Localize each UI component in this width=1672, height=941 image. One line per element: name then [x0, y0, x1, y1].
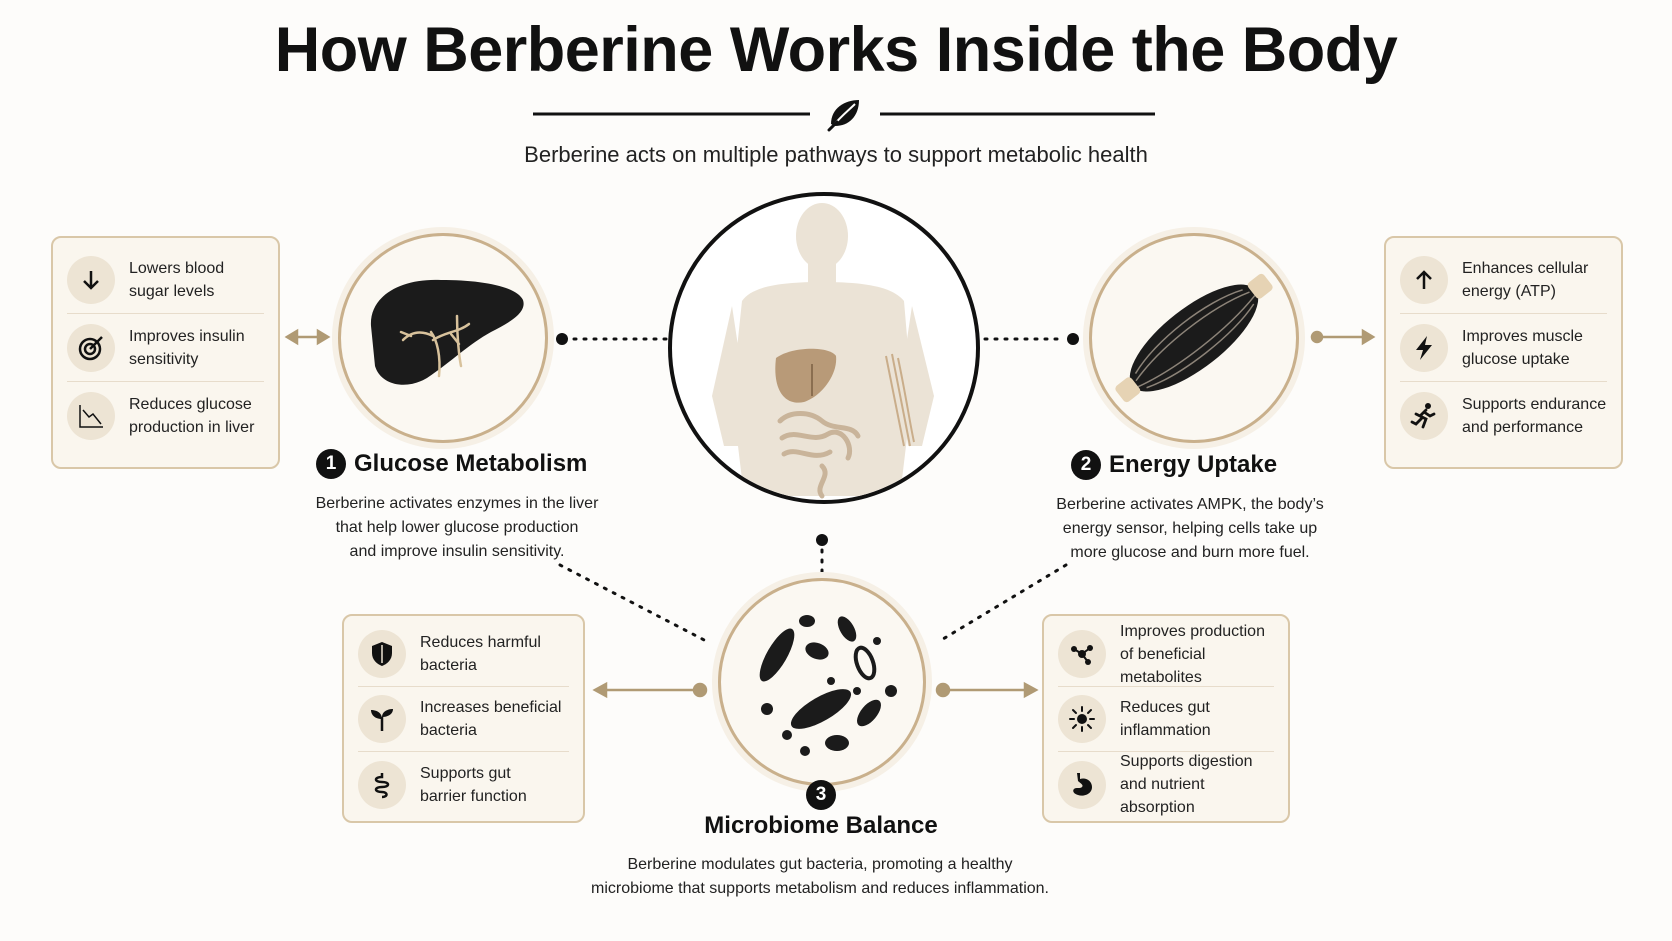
shield-icon — [358, 630, 406, 678]
leaf-icon — [827, 100, 859, 132]
page-title: How Berberine Works Inside the Body — [274, 15, 1398, 85]
list-item: Supports digestion and nutrient absorpti… — [1058, 752, 1274, 817]
list-item: Reduces glucose production in liver — [67, 382, 264, 450]
benefit-text: Improves muscle glucose uptake — [1462, 327, 1583, 368]
runner-icon — [1400, 392, 1448, 440]
trend-down-chart-icon — [67, 392, 115, 440]
intestine-icon — [358, 760, 406, 809]
muscle-circle — [1089, 233, 1299, 443]
lightning-icon — [1400, 323, 1448, 372]
energy-description: Berberine activates AMPK, the body’s ene… — [1056, 496, 1324, 561]
target-icon — [67, 323, 115, 372]
list-item: Increases beneficial bacteria — [358, 687, 569, 752]
stomach-icon — [1058, 760, 1106, 809]
benefit-text: Reduces gut inflammation — [1120, 699, 1211, 739]
section-title-text: Microbiome Balance — [704, 812, 938, 839]
microbiome-left-card: Reduces harmful bacteria Increases benef… — [342, 614, 585, 823]
glucose-benefits-card: Lowers blood sugar levels Improves insul… — [51, 236, 280, 469]
benefit-text: Supports endurance and performance — [1462, 396, 1607, 436]
glucose-section-title: 1 Glucose Metabolism — [316, 449, 587, 479]
step-number-badge: 1 — [316, 449, 346, 479]
list-item: Improves muscle glucose uptake — [1400, 314, 1607, 382]
subtitle: Berberine acts on multiple pathways to s… — [524, 142, 1148, 167]
list-item: Reduces gut inflammation — [1058, 687, 1274, 752]
benefit-text: Reduces glucose production in liver — [129, 396, 255, 436]
human-body-icon — [712, 203, 934, 499]
liver-icon — [370, 279, 524, 385]
list-item: Improves production of beneficial metabo… — [1058, 622, 1274, 687]
microbiome-description: Berberine modulates gut bacteria, promot… — [591, 856, 1049, 897]
list-item: Enhances cellular energy (ATP) — [1400, 246, 1607, 314]
list-item: Lowers blood sugar levels — [67, 246, 264, 314]
microbiome-right-card: Improves production of beneficial metabo… — [1042, 614, 1290, 823]
arrow-up-icon — [1400, 255, 1448, 304]
microbiome-number-badge-wrap: 3 — [806, 780, 836, 810]
microbiome-circle — [718, 578, 926, 786]
list-item: Reduces harmful bacteria — [358, 622, 569, 687]
microbiome-section-title: Microbiome Balance — [0, 812, 1642, 840]
step-number-badge: 2 — [1071, 450, 1101, 480]
section-title-text: Glucose Metabolism — [354, 450, 588, 477]
benefit-text: Reduces harmful bacteria — [420, 634, 541, 674]
list-item: Improves insulin sensitivity — [67, 314, 264, 382]
benefit-text: Increases beneficial bacteria — [420, 699, 562, 739]
energy-benefits-card: Enhances cellular energy (ATP) Improves … — [1384, 236, 1623, 469]
arrow-down-icon — [67, 255, 115, 304]
sprout-icon — [358, 695, 406, 743]
step-number-badge: 3 — [806, 780, 836, 810]
glucose-description: Berberine activates enzymes in the liver… — [315, 495, 599, 560]
list-item: Supports endurance and performance — [1400, 382, 1607, 450]
benefit-text: Improves insulin sensitivity — [129, 327, 245, 368]
bacteria-icon — [759, 615, 897, 756]
benefit-text: Supports digestion and nutrient absorpti… — [1120, 753, 1253, 816]
benefit-text: Supports gut barrier function — [420, 764, 527, 805]
liver-circle — [338, 233, 548, 443]
list-item: Supports gut barrier function — [358, 752, 569, 817]
section-title-text: Energy Uptake — [1109, 451, 1278, 478]
muscle-icon — [1115, 273, 1273, 403]
human-body-circle — [668, 192, 980, 504]
sun-burst-icon — [1058, 695, 1106, 743]
benefit-text: Improves production of beneficial metabo… — [1120, 622, 1265, 686]
energy-section-title: 2 Energy Uptake — [1071, 450, 1277, 480]
benefit-text: Lowers blood sugar levels — [129, 259, 225, 300]
molecule-icon — [1058, 630, 1106, 678]
benefit-text: Enhances cellular energy (ATP) — [1462, 259, 1589, 300]
